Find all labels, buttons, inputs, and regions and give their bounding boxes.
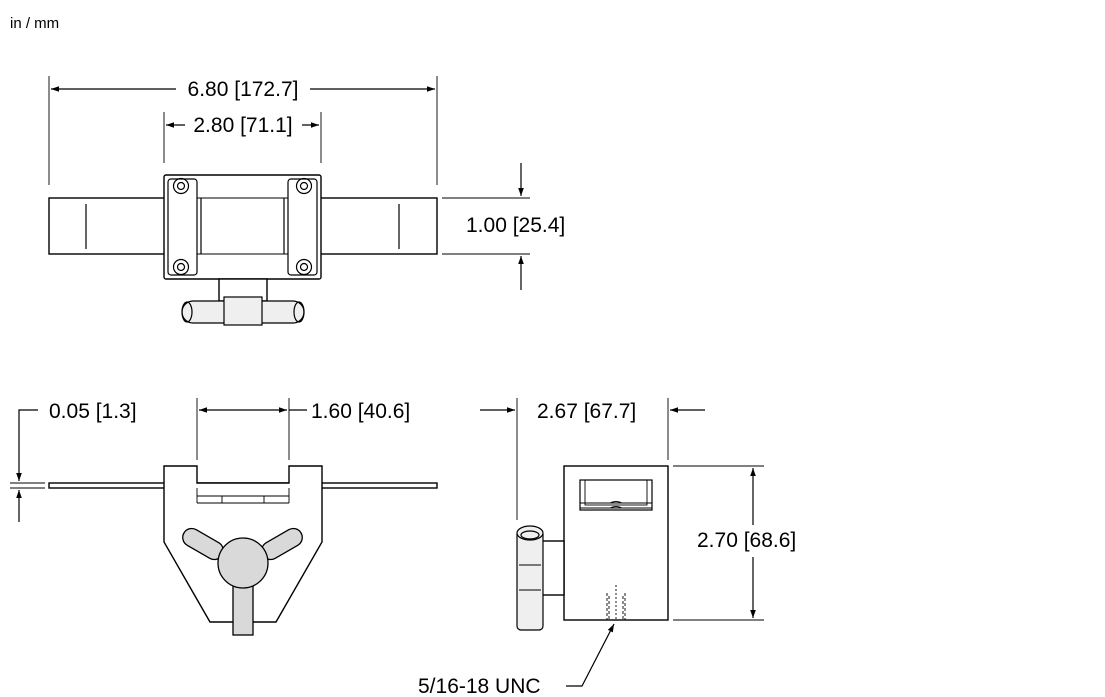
knob-icon — [181, 278, 305, 326]
dim-plate-thickness: 0.05 [1.3] — [49, 400, 137, 423]
dim-slot-width: 1.60 [40.6] — [311, 400, 410, 423]
dim-side-depth: 2.67 [67.7] — [537, 400, 636, 423]
knob-side-icon — [516, 525, 565, 631]
front-view: 0.05 [1.3] 1.60 [40.6] — [10, 398, 438, 636]
dim-clamp-width: 2.80 [71.1] — [193, 114, 292, 137]
screw-icon — [172, 177, 313, 276]
thread-callout: 5/16-18 UNC — [418, 675, 541, 697]
top-view: 6.80 [172.7] 2.80 [71.1] 1.00 [25.4] — [48, 76, 565, 326]
knob-front-icon — [182, 527, 303, 636]
side-view: 2.67 [67.7] 2.70 [68.6] 5/16-18 UNC — [418, 398, 796, 697]
units-label: in / mm — [10, 15, 59, 32]
dim-overall-length: 6.80 [172.7] — [188, 78, 299, 101]
dim-side-height: 2.70 [68.6] — [697, 529, 796, 552]
threaded-hole-icon — [606, 585, 626, 620]
dim-bar-height: 1.00 [25.4] — [466, 214, 565, 237]
